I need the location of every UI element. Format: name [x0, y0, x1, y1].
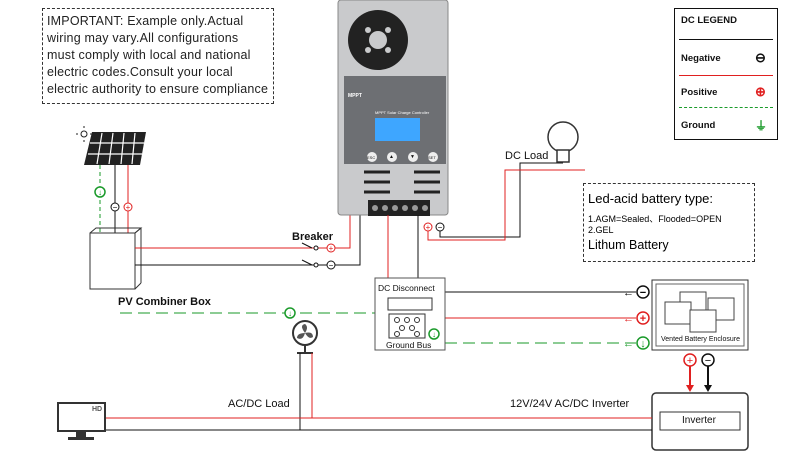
solar-panel-icon	[84, 132, 146, 165]
legend-title: DC LEGEND	[681, 15, 737, 26]
pv-combiner-label: PV Combiner Box	[118, 296, 211, 308]
svg-text:↓: ↓	[288, 309, 292, 318]
dc-legend: DC LEGEND Negative ⊖ Positive ⊕ Ground ⏚	[674, 8, 778, 140]
dc-load-label: DC Load	[505, 150, 549, 162]
down-button: ▼	[410, 154, 415, 160]
up-button: ▲	[389, 154, 394, 160]
monitor-icon	[57, 402, 106, 440]
inverter-label: Inverter	[682, 415, 716, 426]
battery-type-line3: Lithum Battery	[588, 238, 669, 252]
svg-text:+: +	[329, 244, 334, 253]
battery-type-note: Led-acid battery type: 1.AGM=Sealed、Floo…	[583, 183, 755, 262]
set-button: SET	[428, 155, 436, 160]
battery-enclosure-label: Vented Battery Enclosure	[661, 336, 740, 343]
ac-dc-load-label: AC/DC Load	[228, 398, 290, 410]
battery-type-line1: 1.AGM=Sealed、Flooded=OPEN	[588, 214, 722, 224]
controller-brand: MPPT	[348, 93, 362, 99]
legend-ground: Ground	[681, 120, 716, 131]
positive-wire	[135, 215, 351, 249]
ground-icon: ⏚	[755, 119, 768, 133]
positive-icon: ⊕	[755, 84, 766, 99]
inverter-line-label: 12V/24V AC/DC Inverter	[510, 398, 630, 410]
breaker-switch-icon	[301, 242, 319, 268]
esc-button: ESC	[367, 155, 376, 160]
ground-bus-label: Ground Bus	[386, 340, 432, 350]
svg-text:−: −	[113, 203, 118, 212]
legend-negative: Negative	[681, 53, 721, 64]
negative-wire	[135, 215, 361, 266]
svg-text:−: −	[438, 223, 443, 232]
svg-text:−: −	[705, 355, 711, 367]
svg-text:+: +	[640, 313, 646, 325]
fan-icon	[292, 320, 318, 354]
lcd-display	[375, 118, 420, 141]
monitor-label: HD	[92, 406, 103, 413]
svg-text:−: −	[329, 261, 334, 270]
light-bulb-icon	[547, 121, 579, 163]
charge-controller	[337, 0, 449, 216]
svg-text:−: −	[640, 287, 646, 299]
svg-text:+: +	[426, 223, 431, 232]
svg-text:←: ←	[623, 338, 634, 350]
svg-text:↓: ↓	[640, 338, 646, 350]
svg-text:↓: ↓	[98, 188, 102, 197]
important-notice: IMPORTANT: Example only.Actual wiring ma…	[42, 8, 274, 104]
battery-type-line2: 2.GEL	[588, 225, 614, 235]
negative-icon: ⊖	[755, 50, 766, 65]
battery-type-title: Led-acid battery type:	[588, 191, 714, 206]
dc-disconnect-label: DC Disconnect	[378, 283, 435, 293]
svg-text:+: +	[687, 355, 693, 367]
legend-positive: Positive	[681, 87, 718, 98]
svg-text:↓: ↓	[432, 330, 436, 339]
svg-text:+: +	[126, 203, 131, 212]
svg-text:←: ←	[623, 287, 634, 299]
sun-icon	[76, 126, 92, 142]
pv-combiner-box	[89, 232, 136, 290]
breaker-label: Breaker	[292, 231, 333, 243]
svg-text:←: ←	[623, 313, 634, 325]
controller-subtitle: MPPT Solar Charge Controller	[375, 110, 430, 115]
